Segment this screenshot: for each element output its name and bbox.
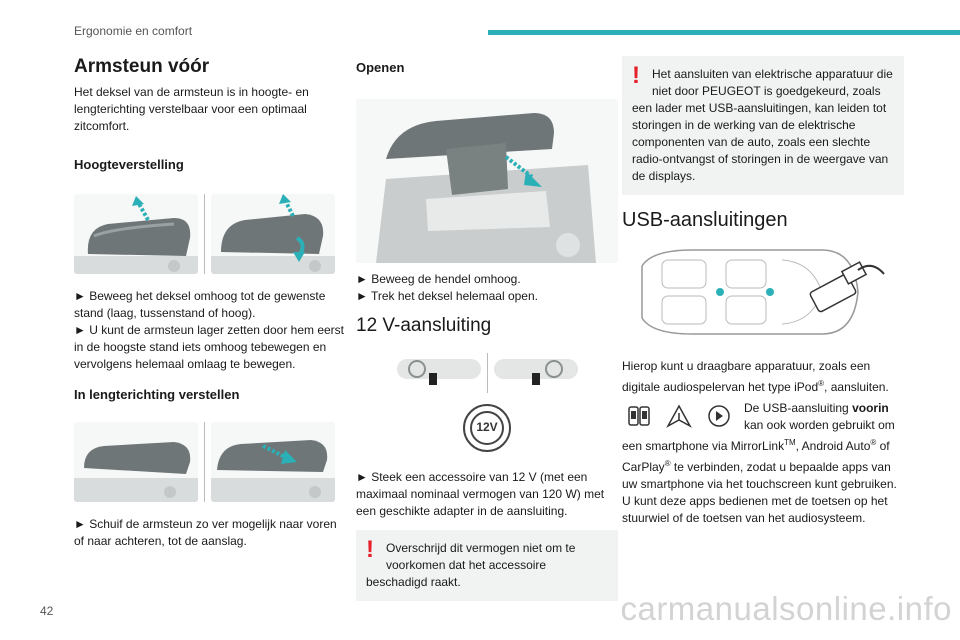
length-step-1: ► Schuif de armsteun zo ver mogelijk naa… xyxy=(74,517,337,548)
column-usb: ! Het aansluiten van elektrische apparat… xyxy=(622,56,904,527)
height-heading: Hoogteverstelling xyxy=(74,157,184,172)
armrest-title: Armsteun vóór xyxy=(74,56,210,77)
usb-p2-tm: TM xyxy=(784,438,796,447)
column-open-socket: Openen ► Beweeg de hendel omhoog. ► Trek… xyxy=(356,56,618,601)
usb-paragraph-2: De USB-aansluiting voorin kan ook worden… xyxy=(622,400,904,493)
illustration-divider xyxy=(204,194,205,274)
dashboard-lhd-illustration xyxy=(396,359,481,385)
height-illustration xyxy=(74,194,344,274)
android-auto-icon xyxy=(662,402,696,430)
armrest-lower-illustration xyxy=(211,194,335,274)
usb-p2-text-2: kan ook worden gebruikt om een smartphon… xyxy=(622,418,895,453)
usb-p2-text: De USB-aansluiting xyxy=(744,401,853,415)
armrest-open-illustration xyxy=(356,99,618,263)
usb-p1-sup: ® xyxy=(818,379,825,388)
carplay-icon xyxy=(702,402,736,430)
smartphone-icons xyxy=(622,402,736,430)
usb-title: USB-aansluitingen xyxy=(622,209,788,231)
open-step-1: ► Beweeg de hendel omhoog. xyxy=(356,272,521,286)
usb-paragraph-1: Hierop kunt u draagbare apparatuur, zoal… xyxy=(622,358,904,396)
usb-p1-text-end: , aansluiten. xyxy=(824,380,889,394)
socket-warning-box: ! Overschrijd dit vermogen niet om te vo… xyxy=(356,530,618,601)
dashboard-rhd-illustration xyxy=(493,359,578,385)
usb-paragraph-3: U kunt deze apps bedienen met de toetsen… xyxy=(622,494,888,525)
height-step-1: ► Beweeg het deksel omhoog tot de gewens… xyxy=(74,289,326,320)
armrest-raise-illustration xyxy=(74,194,198,274)
socket-12v-icon: 12V xyxy=(462,403,512,453)
usb-p2-reg-1: ® xyxy=(870,438,877,447)
socket-location-illustration xyxy=(356,353,618,393)
armrest-slide-illustration xyxy=(74,422,198,502)
length-illustration xyxy=(74,422,344,502)
armrest-intro: Het deksel van de armsteun is in hoogte-… xyxy=(74,85,309,133)
usb-p2-text-3: , Android Auto xyxy=(795,439,871,453)
watermark-site: carmanualsonline.info xyxy=(620,590,952,627)
armrest-slide-arrow-illustration xyxy=(211,422,335,502)
usb-p2-bold: voorin xyxy=(852,401,889,415)
running-header: Ergonomie en comfort xyxy=(74,24,193,38)
mirrorlink-icon xyxy=(622,402,656,430)
length-heading: In lengterichting verstellen xyxy=(74,387,240,402)
usb-paragraph-2-block: De USB-aansluiting voorin kan ook worden… xyxy=(622,400,904,493)
column-armrest: Armsteun vóór Het deksel van de armsteun… xyxy=(74,56,344,550)
socket-title: 12 V-aansluiting xyxy=(356,315,492,336)
usb-p2-reg-2: ® xyxy=(664,459,671,468)
open-step-2: ► Trek het deksel helemaal open. xyxy=(356,289,538,303)
car-usb-location-illustration xyxy=(641,249,885,335)
socket-warning-text: Overschrijd dit vermogen niet om te voor… xyxy=(366,541,576,589)
warning-icon-2: ! xyxy=(632,62,640,89)
header-accent-bar xyxy=(488,30,960,35)
socket-icon-wrapper: 12V xyxy=(356,403,618,453)
socket-12v-label: 12V xyxy=(476,420,498,434)
socket-step-1: ► Steek een accessoire van 12 V (met een… xyxy=(356,470,605,518)
warning-icon: ! xyxy=(366,536,374,563)
open-heading: Openen xyxy=(356,60,405,75)
page-number: 42 xyxy=(40,604,54,618)
usb-warning-text: Het aansluiten van elektrische apparatuu… xyxy=(632,67,893,183)
usb-p2-text-5: te verbinden, zodat u bepaalde apps van … xyxy=(622,460,897,491)
socket-divider xyxy=(486,353,488,393)
height-step-2: ► U kunt de armsteun lager zetten door h… xyxy=(74,323,345,371)
usb-p1-text: Hierop kunt u draagbare apparatuur, zoal… xyxy=(622,359,871,394)
usb-warning-box: ! Het aansluiten van elektrische apparat… xyxy=(622,56,904,195)
illustration-divider-2 xyxy=(204,422,205,502)
usb-p2-text-4: of CarPlay xyxy=(622,439,890,474)
